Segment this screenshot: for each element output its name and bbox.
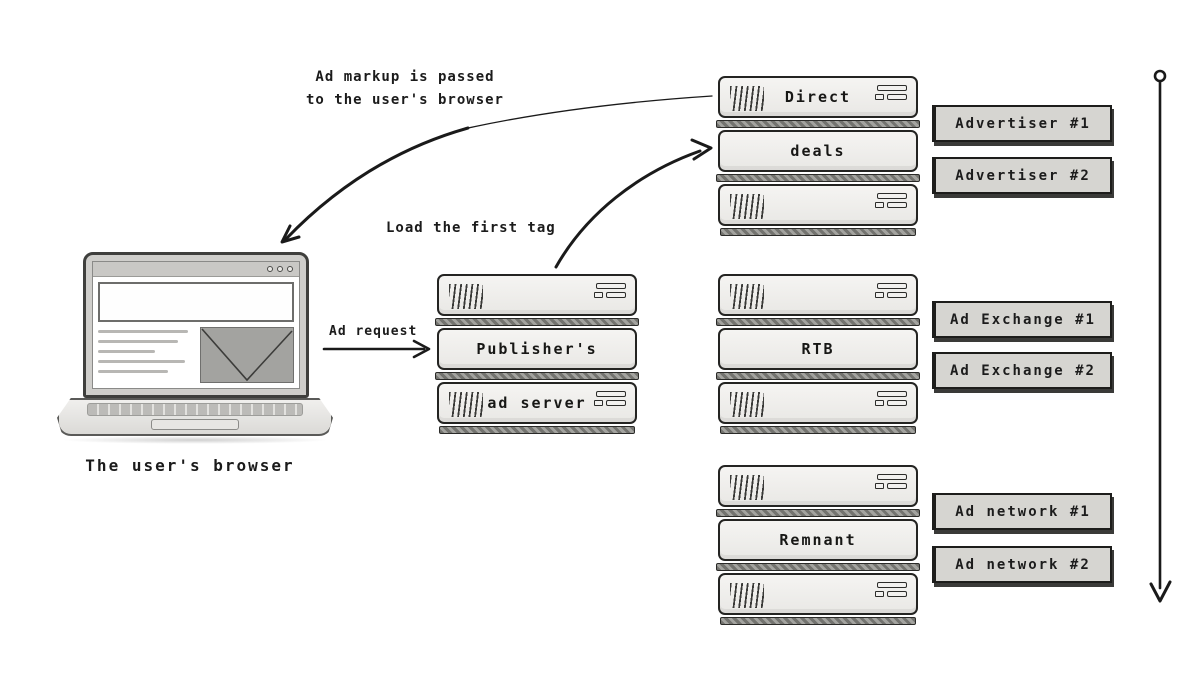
server-stack-remnant: Remnant bbox=[716, 465, 920, 625]
stack-separator bbox=[716, 372, 920, 380]
stack-base bbox=[720, 228, 916, 236]
server-unit-label: ad server bbox=[487, 394, 587, 412]
stack-base bbox=[720, 617, 916, 625]
ad-markup-note: Ad markup is passed to the user's browse… bbox=[292, 66, 518, 112]
stack-separator bbox=[435, 372, 639, 380]
partner-label-ad-network-2: Ad network #2 bbox=[932, 546, 1112, 583]
server-unit-label: Direct bbox=[784, 88, 852, 106]
stack-separator bbox=[435, 318, 639, 326]
server-drive-slots-icon bbox=[875, 283, 907, 298]
server-unit: Publisher's bbox=[437, 328, 637, 370]
server-drive-slots-icon bbox=[875, 193, 907, 208]
server-vents-icon bbox=[730, 284, 764, 309]
server-unit bbox=[718, 573, 918, 615]
browser-window bbox=[92, 261, 300, 389]
server-stack-publisher-ad-server: Publisher's ad server bbox=[435, 274, 639, 434]
banner-ad-slot bbox=[98, 282, 294, 322]
server-unit bbox=[437, 274, 637, 316]
server-drive-slots-icon bbox=[594, 283, 626, 298]
partner-label-ad-exchange-2: Ad Exchange #2 bbox=[932, 352, 1112, 389]
server-unit-label: Publisher's bbox=[476, 340, 598, 358]
server-stack-rtb: RTB bbox=[716, 274, 920, 434]
stack-base bbox=[720, 426, 916, 434]
server-unit: deals bbox=[718, 130, 918, 172]
partner-label-text: Ad network #1 bbox=[955, 503, 1091, 520]
laptop-keyboard bbox=[87, 403, 303, 416]
server-drive-slots-icon bbox=[875, 85, 907, 100]
ad-request-note: Ad request bbox=[329, 324, 418, 339]
server-unit: Remnant bbox=[718, 519, 918, 561]
server-stack-direct-deals: Direct deals bbox=[716, 76, 920, 236]
load-first-tag-arrow bbox=[554, 138, 713, 269]
stack-separator bbox=[716, 174, 920, 182]
server-unit bbox=[718, 184, 918, 226]
ad-markup-note-line2: to the user's browser bbox=[305, 92, 504, 108]
server-unit bbox=[718, 274, 918, 316]
ad-placeholder-box bbox=[200, 327, 294, 383]
laptop-illustration bbox=[57, 250, 333, 450]
stack-separator bbox=[716, 318, 920, 326]
partner-label-text: Advertiser #1 bbox=[955, 115, 1091, 132]
laptop-screen bbox=[83, 252, 309, 398]
partner-label-text: Ad Exchange #1 bbox=[949, 311, 1096, 328]
priority-axis-arrow bbox=[1149, 69, 1172, 603]
server-vents-icon bbox=[730, 475, 764, 500]
server-unit bbox=[718, 382, 918, 424]
stack-base bbox=[439, 426, 635, 434]
stack-separator bbox=[716, 563, 920, 571]
server-vents-icon bbox=[730, 583, 764, 608]
stack-separator bbox=[716, 120, 920, 128]
webpage-content bbox=[93, 277, 299, 388]
server-unit-label: deals bbox=[790, 142, 846, 160]
load-first-tag-note: Load the first tag bbox=[386, 220, 556, 236]
laptop-base bbox=[57, 398, 333, 436]
server-vents-icon bbox=[449, 392, 483, 417]
laptop-trackpad bbox=[151, 419, 239, 430]
server-vents-icon bbox=[730, 392, 764, 417]
partner-label-text: Advertiser #2 bbox=[955, 167, 1091, 184]
server-unit-label: RTB bbox=[801, 340, 835, 358]
partner-label-ad-exchange-1: Ad Exchange #1 bbox=[932, 301, 1112, 338]
window-dot-icon bbox=[267, 266, 273, 272]
page-text-lines bbox=[98, 327, 193, 383]
server-unit: Direct bbox=[718, 76, 918, 118]
server-vents-icon bbox=[449, 284, 483, 309]
server-unit bbox=[718, 465, 918, 507]
laptop-shadow bbox=[61, 436, 329, 444]
browser-caption: The user's browser bbox=[85, 456, 295, 475]
partner-label-ad-network-1: Ad network #1 bbox=[932, 493, 1112, 530]
server-drive-slots-icon bbox=[875, 391, 907, 406]
window-dot-icon bbox=[287, 266, 293, 272]
ad-request-arrow bbox=[322, 339, 431, 359]
server-drive-slots-icon bbox=[594, 391, 626, 406]
ad-placeholder-x-icon bbox=[201, 328, 293, 382]
ad-markup-note-line1: Ad markup is passed bbox=[315, 69, 495, 85]
partner-label-text: Ad Exchange #2 bbox=[949, 362, 1096, 379]
server-drive-slots-icon bbox=[875, 474, 907, 489]
partner-label-advertiser-1: Advertiser #1 bbox=[932, 105, 1112, 142]
server-unit: ad server bbox=[437, 382, 637, 424]
partner-label-text: Ad network #2 bbox=[955, 556, 1091, 573]
window-dot-icon bbox=[277, 266, 283, 272]
stack-separator bbox=[716, 509, 920, 517]
server-unit: RTB bbox=[718, 328, 918, 370]
partner-label-advertiser-2: Advertiser #2 bbox=[932, 157, 1112, 194]
browser-titlebar bbox=[93, 262, 299, 277]
server-vents-icon bbox=[730, 86, 764, 111]
server-vents-icon bbox=[730, 194, 764, 219]
server-drive-slots-icon bbox=[875, 582, 907, 597]
server-unit-label: Remnant bbox=[779, 531, 857, 549]
